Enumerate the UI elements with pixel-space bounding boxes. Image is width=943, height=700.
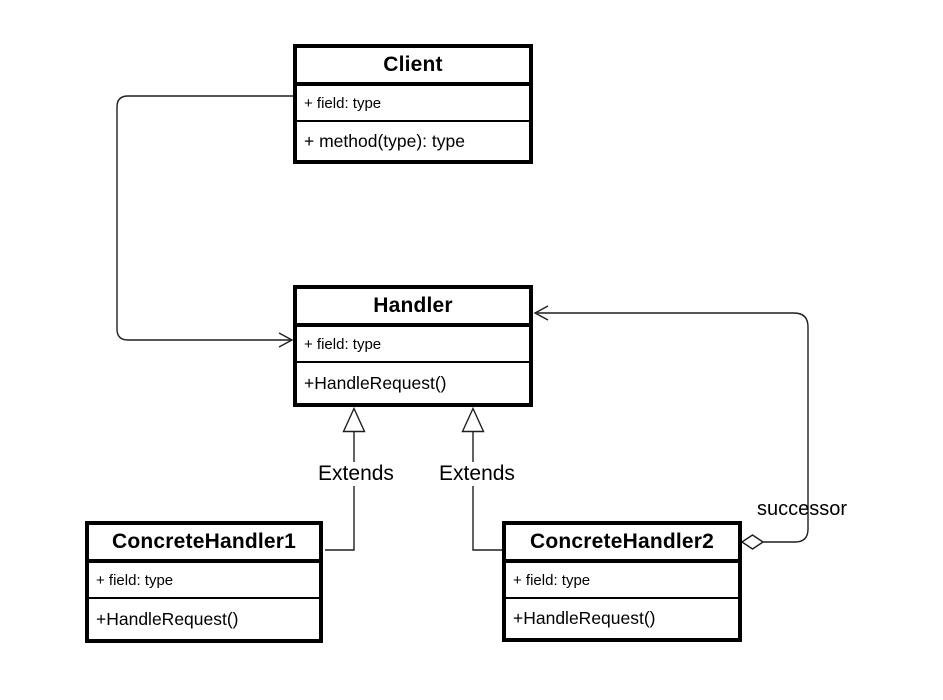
class-title: ConcreteHandler1	[89, 525, 319, 563]
concretehandler2-to-handler-line	[472, 432, 502, 551]
open-arrowhead-icon	[533, 305, 549, 321]
class-box-handler: Handler + field: type +HandleRequest()	[293, 285, 533, 407]
class-box-client: Client + field: type + method(type): typ…	[293, 44, 533, 164]
class-box-concretehandler2: ConcreteHandler2 + field: type +HandleRe…	[502, 521, 742, 642]
class-attribute: + field: type	[89, 563, 319, 599]
extends-label-right: Extends	[435, 462, 519, 486]
concretehandler1-to-handler-line	[325, 432, 355, 551]
class-method: +HandleRequest()	[96, 608, 239, 629]
client-to-handler-line	[116, 95, 293, 341]
aggregation-diamond-icon	[740, 534, 765, 550]
class-attribute: + field: type	[297, 86, 529, 122]
inheritance-triangle-icon	[461, 406, 485, 433]
inheritance-triangle-icon	[342, 406, 366, 433]
open-arrowhead-icon	[278, 332, 294, 348]
class-attribute: + field: type	[297, 327, 529, 363]
class-title: Client	[297, 48, 529, 86]
class-title: Handler	[297, 289, 529, 327]
class-title: ConcreteHandler2	[506, 525, 738, 563]
class-attribute: + field: type	[506, 563, 738, 599]
extends-label-left: Extends	[314, 462, 398, 486]
class-box-concretehandler1: ConcreteHandler1 + field: type +HandleRe…	[85, 521, 323, 643]
class-method: +HandleRequest()	[513, 608, 656, 628]
class-method: + method(type): type	[304, 130, 465, 151]
successor-label: successor	[757, 498, 848, 520]
class-method: +HandleRequest()	[304, 372, 447, 393]
